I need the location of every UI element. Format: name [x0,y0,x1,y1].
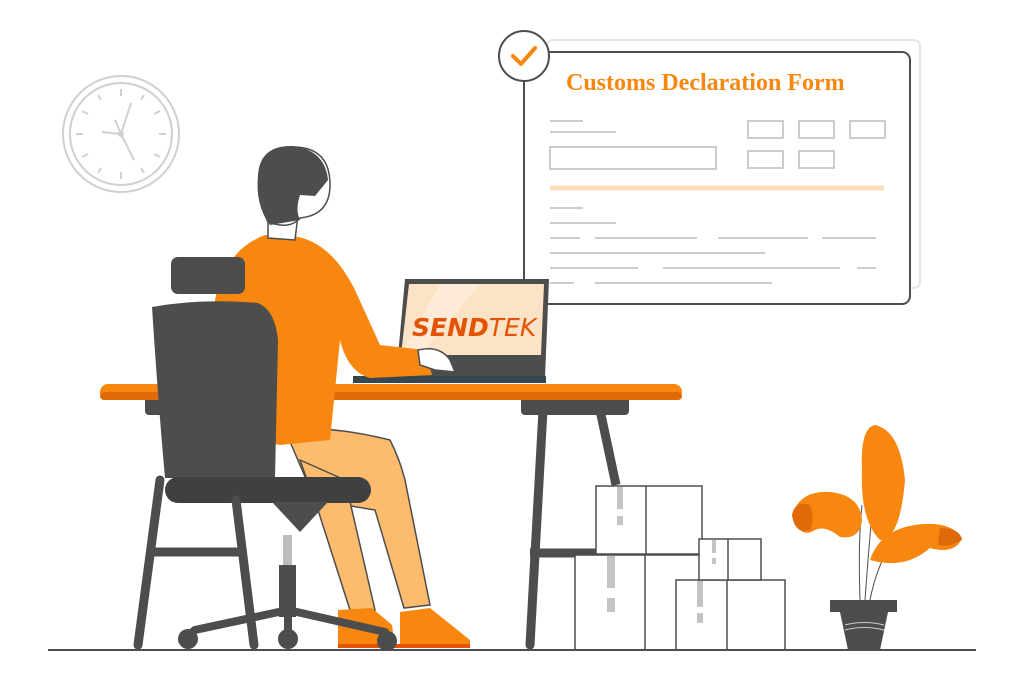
check-badge [498,30,550,82]
checkmark-icon [511,46,537,66]
potted-plant [792,425,962,650]
form-title: Customs Declaration Form [566,70,845,96]
wall-clock-icon [62,75,180,193]
box-tape-marks [607,487,716,623]
office-chair [133,257,397,651]
stacked-boxes [574,485,786,651]
customs-form-card: Customs Declaration Form [498,30,921,305]
sendtek-logo: SENDTEK [412,313,539,342]
